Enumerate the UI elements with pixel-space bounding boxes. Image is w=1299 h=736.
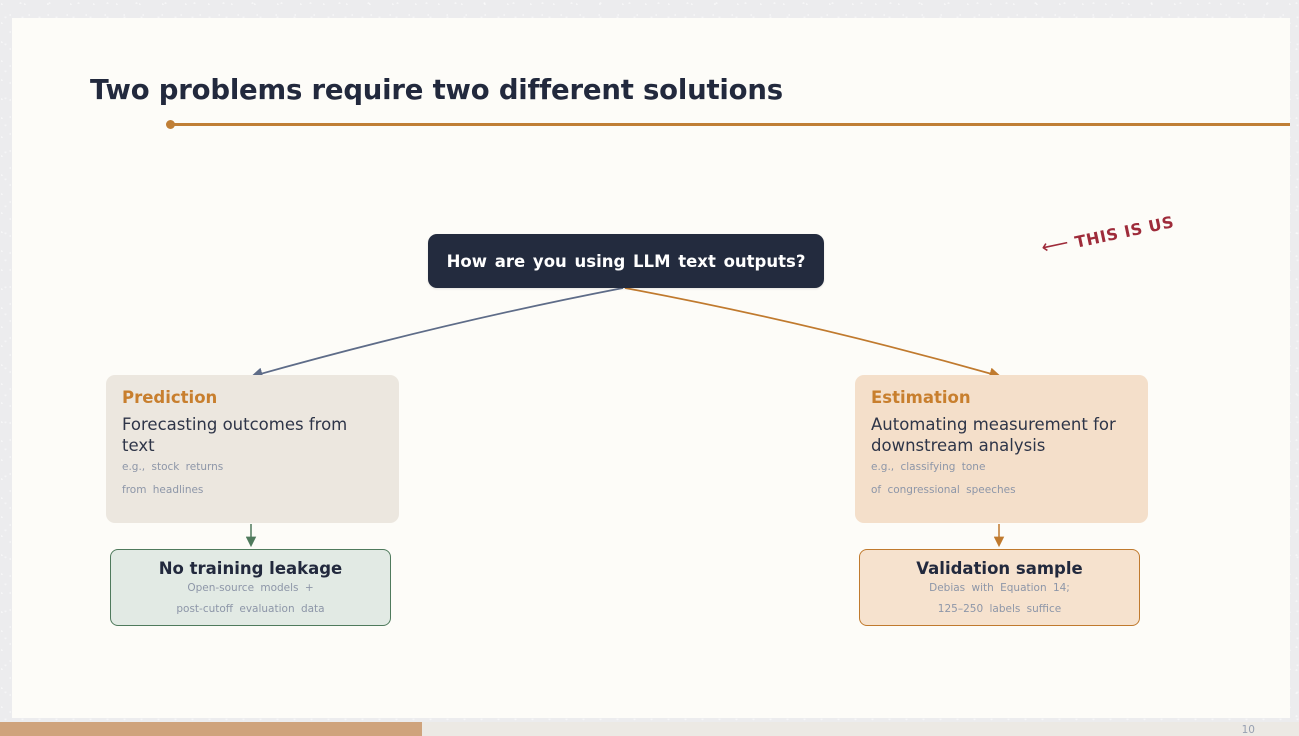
question-box-text: How are you using LLM text outputs? xyxy=(446,251,806,271)
outcome-box-no-training-leakage: No training leakage Open-source models +… xyxy=(110,549,391,626)
branch-heading-estimation: Estimation xyxy=(871,388,971,407)
branch-card-prediction: Prediction Forecasting outcomes from tex… xyxy=(106,375,399,523)
branch-body-prediction: Forecasting outcomes from text xyxy=(122,415,348,456)
title-rule-divider xyxy=(169,123,1290,126)
branch-note-estimation-line1: e.g., classifying tone xyxy=(871,461,986,474)
branch-body-estimation: Automating measurement for downstream an… xyxy=(871,415,1116,456)
outcome-box-validation-sample: Validation sample Debias with Equation 1… xyxy=(859,549,1140,626)
outcome-title-validation-sample: Validation sample xyxy=(916,559,1083,578)
page-number: 10 xyxy=(1241,724,1255,736)
slide-progress-fill xyxy=(0,722,423,736)
branch-heading-prediction: Prediction xyxy=(122,388,218,407)
outcome-note-validation-sample-line1: Debias with Equation 14; xyxy=(929,581,1070,594)
question-box: How are you using LLM text outputs? xyxy=(428,234,824,288)
page-title: Two problems require two different solut… xyxy=(90,74,783,106)
branch-note-estimation-line2: of congressional speeches xyxy=(871,483,1016,496)
arrow-question-to-estimation xyxy=(624,287,1002,380)
arrow-question-to-prediction xyxy=(250,287,624,380)
left-arrow-icon: ⟵ xyxy=(1039,231,1072,259)
branch-note-prediction-line1: e.g., stock returns xyxy=(122,461,224,474)
slide-canvas: Two problems require two different solut… xyxy=(12,18,1290,718)
outcome-title-no-training-leakage: No training leakage xyxy=(158,559,343,578)
slide-progress-track xyxy=(0,722,1299,736)
outcome-note-no-training-leakage-line1: Open-source models + xyxy=(187,581,314,594)
branch-card-estimation: Estimation Automating measurement for do… xyxy=(855,375,1148,523)
outcome-note-validation-sample-line2: 125–250 labels suffice xyxy=(937,603,1062,616)
annotation-this-is-us: ⟵ THIS IS US xyxy=(1039,212,1176,259)
outcome-note-no-training-leakage-line2: post-cutoff evaluation data xyxy=(176,603,325,616)
annotation-this-is-us-label: THIS IS US xyxy=(1073,212,1176,252)
branch-note-prediction-line2: from headlines xyxy=(122,483,204,496)
